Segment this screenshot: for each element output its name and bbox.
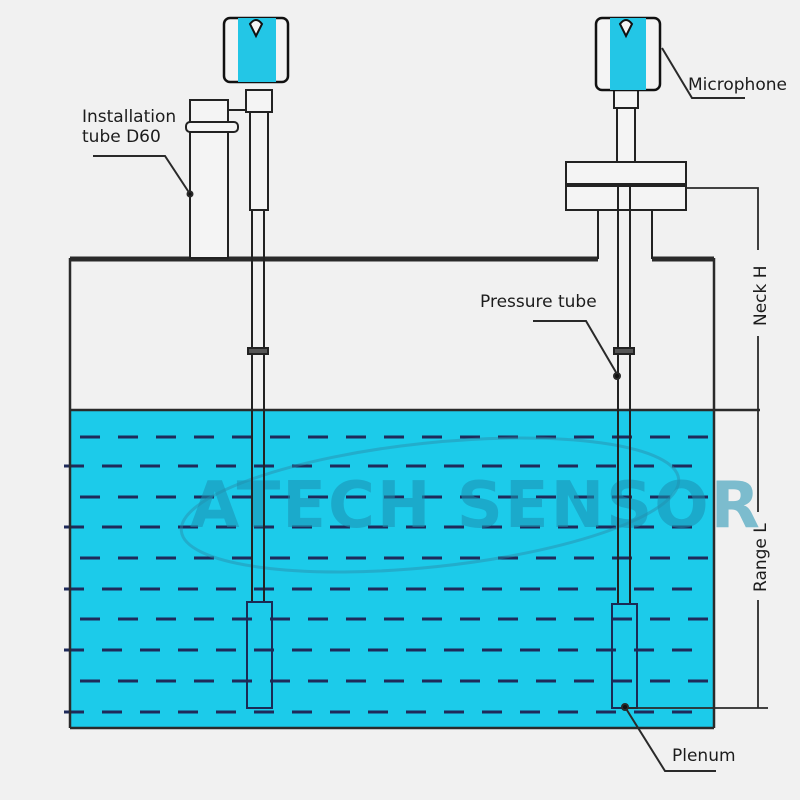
tank <box>68 256 760 730</box>
plenum-leader <box>624 706 716 772</box>
dimension-lines <box>624 187 768 709</box>
left-plenum <box>246 601 273 709</box>
flange-lower <box>565 185 687 211</box>
watermark-swoosh <box>179 436 681 574</box>
left-probe-collar <box>247 347 269 355</box>
right-stem <box>616 107 636 163</box>
installation-tube-leader <box>93 155 191 195</box>
neck-h-top-extension <box>686 187 759 196</box>
microphone-label: Microphone <box>688 75 787 95</box>
neck-h-label: Neck H <box>751 265 771 326</box>
left-transmitter-head <box>222 16 290 84</box>
pressure-tube-leader <box>533 320 618 375</box>
plenum-label: Plenum <box>672 746 736 766</box>
installation-tube-label-line1: Installation <box>82 107 176 127</box>
installation-tube-label-line2: tube D60 <box>82 127 161 147</box>
liquid-body <box>70 410 714 728</box>
left-head-neck <box>245 89 273 113</box>
watermark-text: ATECH SENSOR <box>190 469 762 543</box>
installation-tube-clamp <box>185 121 239 133</box>
pressure-tube-label: Pressure tube <box>480 292 597 312</box>
left-transmitter <box>185 16 290 709</box>
range-l-label: Range L <box>751 523 771 592</box>
flange-upper <box>565 161 687 185</box>
watermark: ATECH SENSOR <box>179 436 762 574</box>
right-transmitter <box>565 16 687 709</box>
liquid-dash-pattern <box>64 435 708 714</box>
microphone-leader <box>661 47 745 99</box>
leader-lines <box>93 47 745 772</box>
right-probe-collar <box>613 347 635 355</box>
right-transmitter-head <box>594 16 662 92</box>
left-stem <box>249 111 269 211</box>
